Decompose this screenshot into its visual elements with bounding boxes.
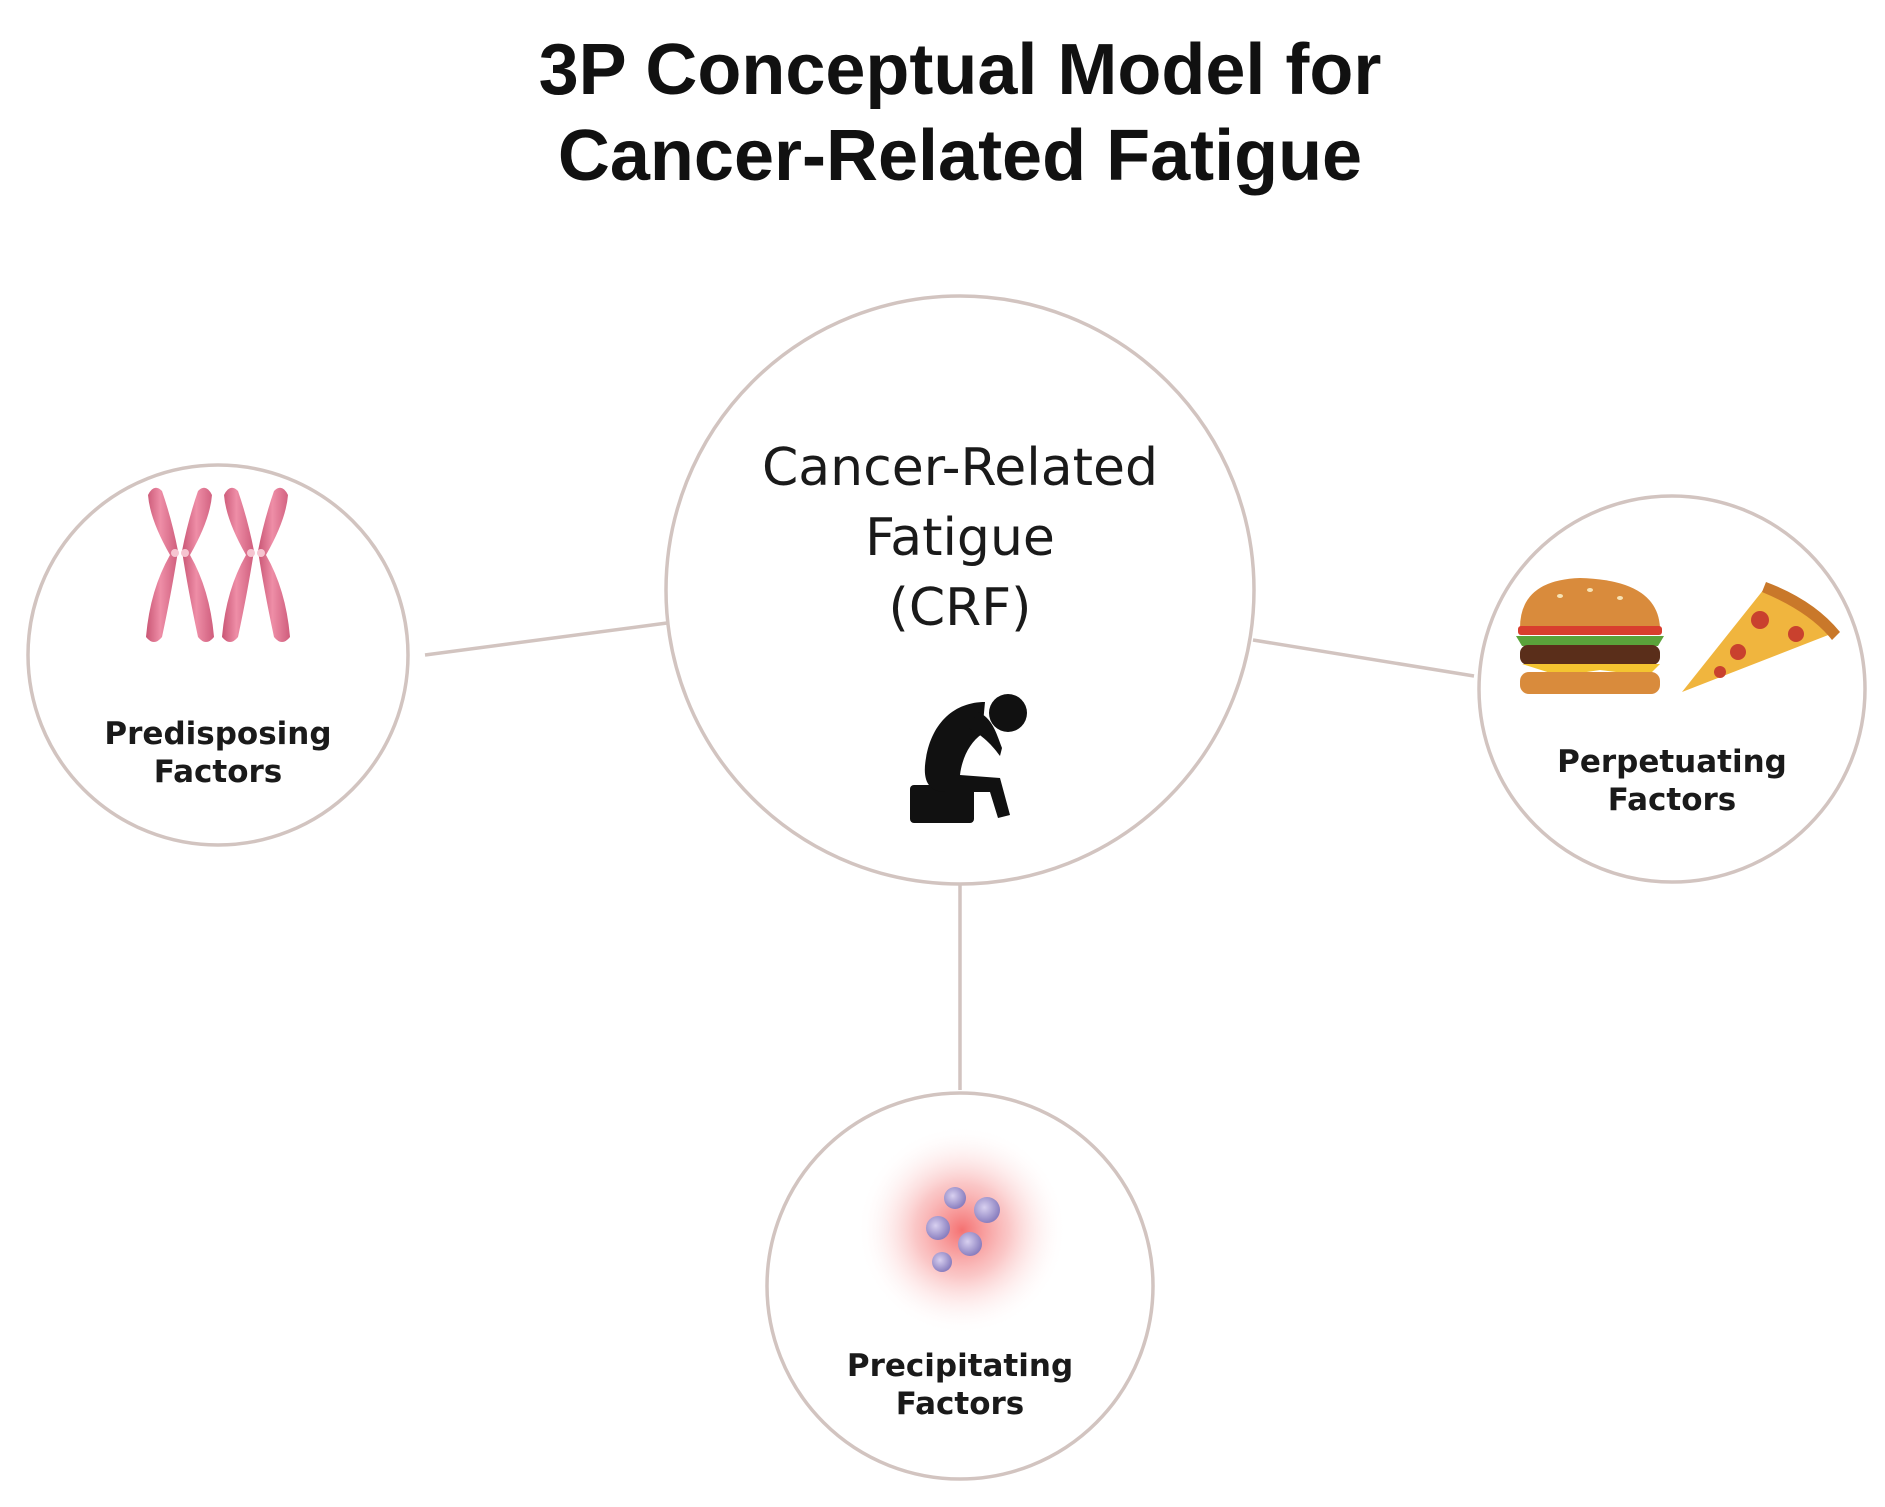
predisposing-label-line-2: Factors	[154, 754, 283, 790]
burger-icon	[1516, 578, 1664, 694]
predisposing-node: Predisposing Factors	[26, 463, 410, 847]
inflammation-cells-icon	[857, 1125, 1067, 1335]
central-node: Cancer-Related Fatigue (CRF)	[664, 294, 1256, 886]
predisposing-circle	[26, 463, 410, 847]
fatigued-person-icon	[910, 694, 1027, 823]
connector-predisposing	[424, 621, 668, 657]
central-label-line-2: Fatigue	[865, 508, 1055, 568]
central-label-line-1: Cancer-Related	[762, 438, 1158, 498]
predisposing-label-line-1: Predisposing	[104, 716, 331, 752]
precipitating-node: Precipitating Factors	[765, 1091, 1155, 1481]
chromosome-icon	[146, 487, 290, 642]
title-line-1: 3P Conceptual Model for	[539, 30, 1382, 110]
connectors	[424, 621, 1475, 1090]
connector-perpetuating	[1252, 638, 1475, 678]
title-line-2: Cancer-Related Fatigue	[558, 116, 1362, 196]
central-circle	[664, 294, 1256, 886]
diagram-title: 3P Conceptual Model for Cancer-Related F…	[539, 30, 1382, 196]
precipitating-label-line-2: Factors	[896, 1386, 1025, 1422]
pizza-slice-icon	[1682, 582, 1840, 692]
perpetuating-label-line-1: Perpetuating	[1557, 744, 1787, 780]
central-label-line-3: (CRF)	[889, 578, 1032, 638]
perpetuating-label-line-2: Factors	[1608, 782, 1737, 818]
precipitating-label-line-1: Precipitating	[847, 1348, 1073, 1384]
perpetuating-node: Perpetuating Factors	[1477, 494, 1867, 884]
